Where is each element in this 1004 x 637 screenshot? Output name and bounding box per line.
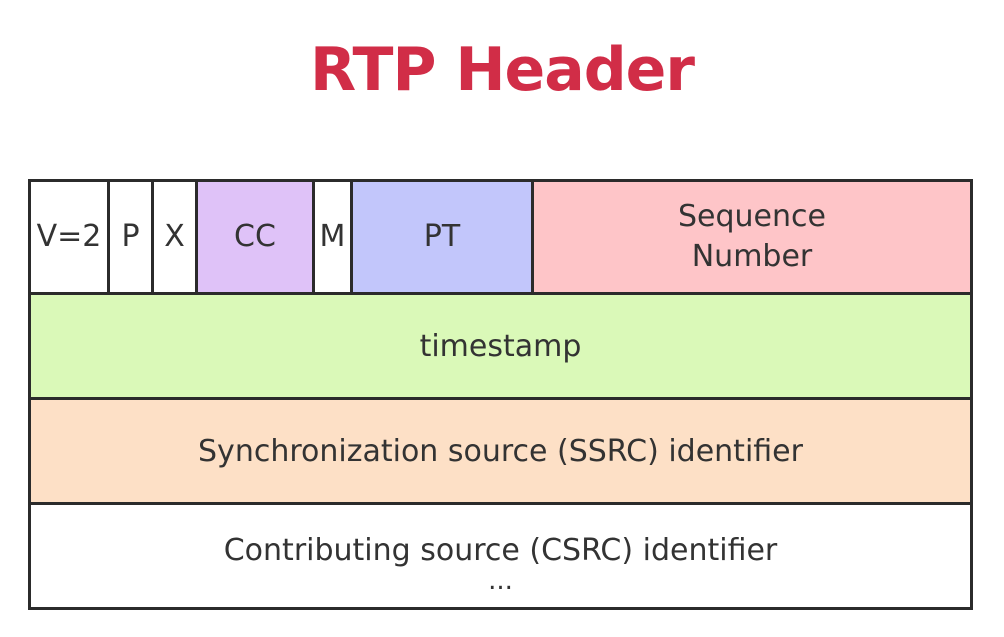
field-padding: P [107, 182, 151, 292]
field-csrc: Contributing source (CSRC) identifier ..… [31, 502, 970, 607]
field-csrc-count: CC [195, 182, 312, 292]
field-version: V=2 [31, 182, 107, 292]
csrc-label: Contributing source (CSRC) identifier [223, 533, 778, 568]
csrc-continuation: ... [488, 566, 513, 596]
field-ssrc: Synchronization source (SSRC) identifier [31, 397, 970, 502]
field-sequence-number: Sequence Number [531, 182, 970, 292]
field-timestamp: timestamp [31, 292, 970, 397]
field-extension: X [151, 182, 195, 292]
field-marker: M [312, 182, 350, 292]
field-payload-type: PT [350, 182, 531, 292]
timestamp-label: timestamp [419, 328, 582, 364]
page-title: RTP Header [310, 35, 695, 105]
header-first-word-row: V=2 P X CC M PT Sequence Number [31, 182, 970, 292]
rtp-header-diagram: V=2 P X CC M PT Sequence Number timestam… [28, 179, 973, 610]
ssrc-label: Synchronization source (SSRC) identifier [198, 433, 803, 469]
